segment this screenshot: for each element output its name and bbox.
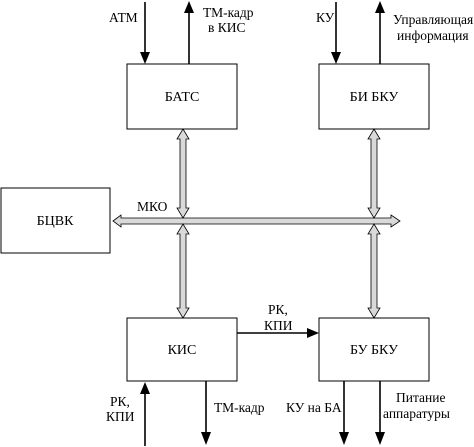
mko-bus-label: МКО <box>137 199 168 214</box>
rk-kpi-in-label-line2: КПИ <box>106 409 135 424</box>
bcvk-label: БЦВК <box>37 214 74 229</box>
rk-kpi-mid-label-line2: КПИ <box>264 318 293 333</box>
bats-bus-link <box>176 128 190 219</box>
bats-label: БАТС <box>165 90 200 105</box>
kis-block <box>126 317 238 382</box>
tm-kis-label-line2: в КИС <box>208 20 246 35</box>
bu-bku-block <box>318 317 430 382</box>
bcvk-block <box>0 187 111 254</box>
control-info-label-line1: Управляющая <box>393 12 473 27</box>
tm-kis-label-line1: ТМ-кадр <box>203 5 254 20</box>
rk-kpi-mid-arrow-head <box>307 328 319 338</box>
kis-label: КИС <box>168 343 197 358</box>
control-info-label-line2: информация <box>397 28 469 43</box>
kis-bus-link <box>176 223 190 319</box>
bats-block <box>126 63 238 130</box>
control-info-arrow-head <box>375 1 385 13</box>
mko-bus-arrow <box>112 214 401 228</box>
rk-kpi-in-label-line1: РК, <box>110 394 130 409</box>
bi-bku-block <box>318 63 430 130</box>
bu-bku-bus-link <box>367 223 381 319</box>
rk-kpi-in-arrow-head <box>140 382 150 394</box>
power-arrow-head <box>375 432 385 445</box>
bi-bku-bus-link <box>367 128 381 219</box>
atm-label: АТМ <box>109 10 138 25</box>
rk-kpi-mid-label-line1: РК, <box>268 302 288 317</box>
ku-in-arrow-head <box>331 52 341 64</box>
atm-arrow-head <box>140 52 150 64</box>
power-label-line2: аппаратуры <box>383 406 450 421</box>
tm-kis-arrow-head <box>184 1 194 13</box>
tm-out-arrow-head <box>201 432 211 445</box>
bi-bku-label: БИ БКУ <box>350 90 399 105</box>
tm-out-label: ТМ-кадр <box>214 400 265 415</box>
ku-ba-label: КУ на БА <box>286 400 342 415</box>
bu-bku-label: БУ БКУ <box>350 343 398 358</box>
ku-ba-arrow-head <box>339 432 349 445</box>
power-label-line1: Питание <box>396 390 445 405</box>
ku-in-label: КУ <box>316 10 335 25</box>
